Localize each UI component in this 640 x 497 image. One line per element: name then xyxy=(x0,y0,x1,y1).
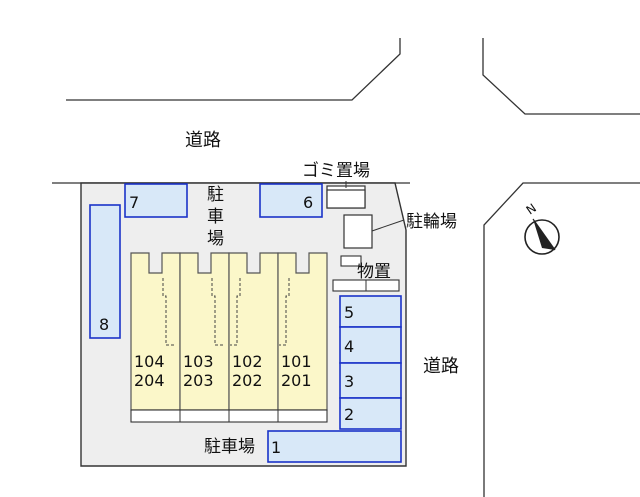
parking-slot-8 xyxy=(89,204,121,339)
unit-dividers xyxy=(179,410,279,422)
unit-104-number: 104 xyxy=(134,352,165,371)
road-label-top: 道路 xyxy=(185,130,221,151)
unit-dashed-walls xyxy=(162,278,290,346)
parking-slot-8-number: 8 xyxy=(99,315,109,334)
unit-101-number: 101 xyxy=(281,352,312,371)
garbage-label: ゴミ置場 xyxy=(302,160,370,181)
parking-slot-7 xyxy=(124,183,188,218)
parking-slot-1 xyxy=(267,430,402,463)
parking-label-top-3: 場 xyxy=(207,229,224,249)
bicycle-leader xyxy=(371,219,405,232)
unit-201-number: 201 xyxy=(281,371,312,390)
road-edge-right xyxy=(483,182,640,497)
road-label-right: 道路 xyxy=(423,356,459,377)
unit-202-number: 202 xyxy=(232,371,263,390)
parking-slot-3-number: 3 xyxy=(344,372,354,391)
storage-label: 物置 xyxy=(357,262,391,282)
unit-203-number: 203 xyxy=(183,371,214,390)
unit-103-number: 103 xyxy=(183,352,214,371)
road-edge-top-right xyxy=(482,38,640,115)
parking-slot-7-number: 7 xyxy=(129,193,139,212)
bicycle-label: 駐輪場 xyxy=(406,212,457,232)
parking-slot-5 xyxy=(339,295,402,328)
parking-label-bottom: 駐車場 xyxy=(204,437,255,457)
parking-slot-4-number: 4 xyxy=(344,337,354,356)
parking-slot-2-number: 2 xyxy=(344,405,354,424)
parking-slot-5-number: 5 xyxy=(344,303,354,322)
parking-label-top-1: 駐 xyxy=(207,185,224,205)
north-arrow-shaft xyxy=(532,218,556,251)
storage-box-small xyxy=(340,255,362,267)
parking-label-top-2: 車 xyxy=(207,207,224,227)
parking-slot-6 xyxy=(259,183,323,218)
unit-102-number: 102 xyxy=(232,352,263,371)
bicycle-area xyxy=(343,214,373,249)
parking-slot-6-number: 6 xyxy=(303,193,313,212)
parking-slot-1-number: 1 xyxy=(271,438,281,457)
unit-204-number: 204 xyxy=(134,371,165,390)
parking-slot-2 xyxy=(339,397,402,430)
road-edge-top-left xyxy=(66,38,401,101)
parking-slot-4 xyxy=(339,326,402,364)
north-label: N xyxy=(524,201,539,218)
garbage-box xyxy=(326,189,366,209)
